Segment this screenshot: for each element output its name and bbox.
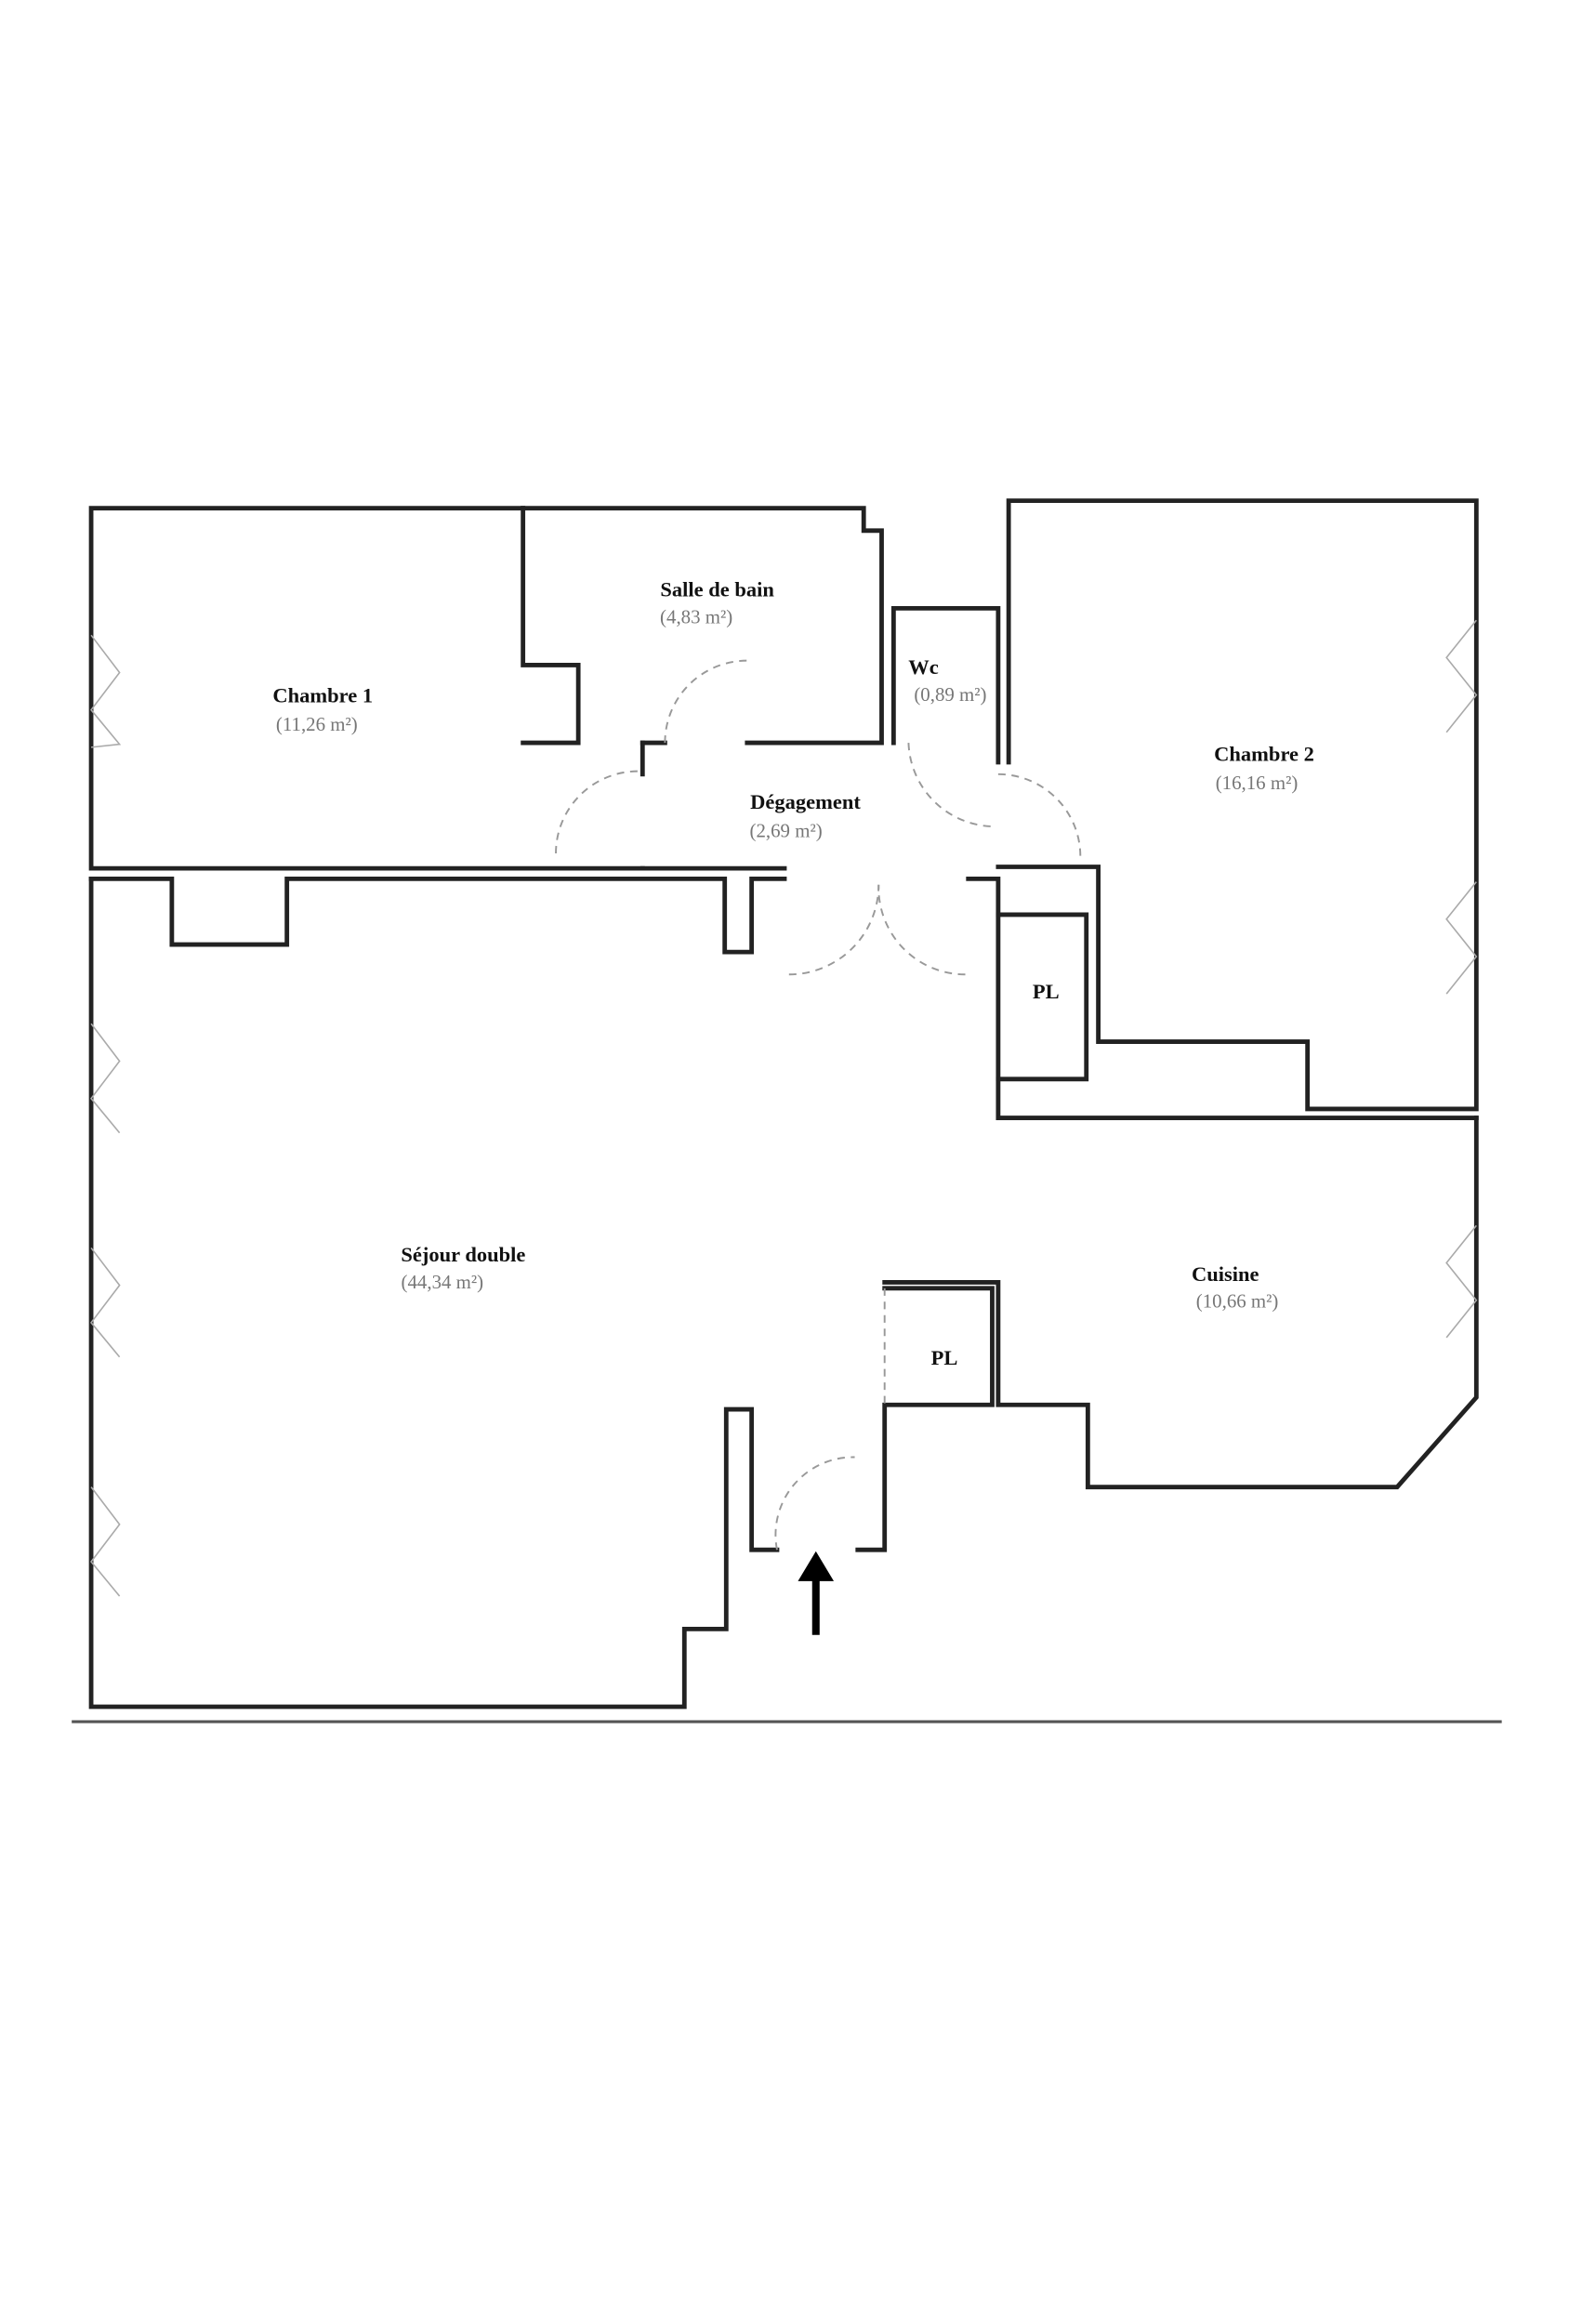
room-area-sejour: (44,34 m²) (402, 1271, 484, 1293)
windows (90, 619, 1478, 1597)
up-arrow-icon (798, 1551, 835, 1635)
room-name-chambre2: Chambre 2 (1214, 742, 1314, 765)
room-area-chambre2: (16,16 m²) (1216, 772, 1299, 794)
room-name-wc: Wc (908, 655, 939, 679)
room-name-chambre1: Chambre 1 (272, 684, 373, 707)
room-name-placard2: PL (931, 1346, 958, 1369)
room-labels: Chambre 1 (11,26 m²) Salle de bain (4,83… (272, 578, 1314, 1369)
walls (72, 498, 1502, 1723)
room-area-degagement: (2,69 m²) (750, 819, 823, 841)
doors (555, 659, 1082, 1551)
room-name-sejour: Séjour double (401, 1243, 525, 1266)
room-name-cuisine: Cuisine (1192, 1262, 1259, 1286)
room-name-salle-de-bain: Salle de bain (660, 578, 774, 601)
room-area-salle-de-bain: (4,83 m²) (660, 605, 732, 627)
room-area-wc: (0,89 m²) (914, 683, 986, 706)
room-area-cuisine: (10,66 m²) (1196, 1290, 1279, 1313)
room-name-degagement: Dégagement (750, 790, 861, 813)
room-area-chambre1: (11,26 m²) (276, 713, 358, 735)
room-name-placard1: PL (1033, 980, 1060, 1003)
